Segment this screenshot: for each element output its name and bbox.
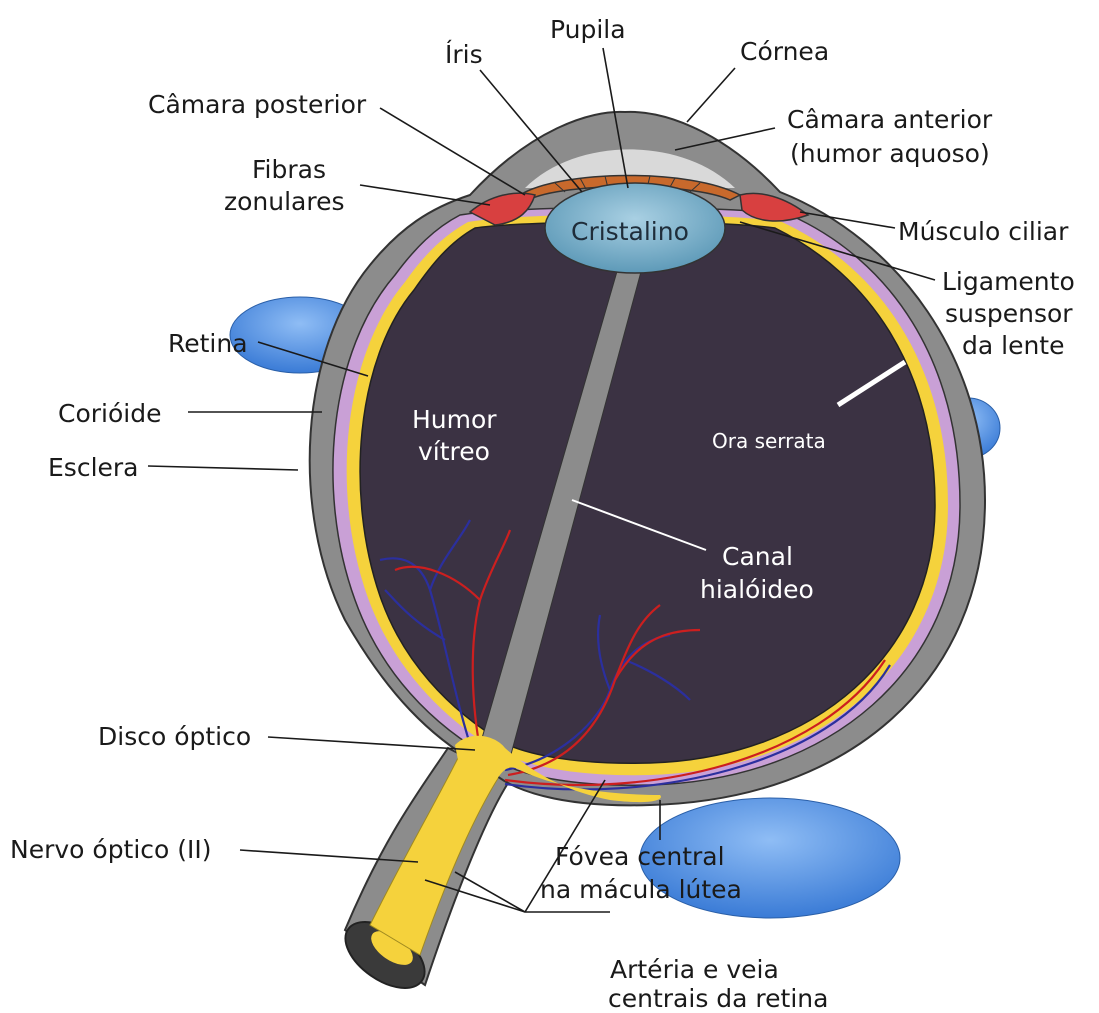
label-cornea: Córnea [740,37,829,66]
label-cristalino: Cristalino [571,217,689,246]
label-arteria-1: Artéria e veia [610,955,779,984]
label-disco-optico: Disco óptico [98,722,251,751]
label-nervo-optico: Nervo óptico (II) [10,835,212,864]
label-ora-serrata: Ora serrata [712,429,826,453]
label-retina: Retina [168,329,248,358]
label-fibras-2: zonulares [224,187,345,216]
label-camara-anterior-2: (humor aquoso) [790,139,990,168]
label-ligamento-1: Ligamento [942,267,1075,296]
label-fovea-2: na mácula lútea [540,875,742,904]
vitreous-body [360,222,935,763]
label-esclera: Esclera [48,453,139,482]
label-iris: Íris [445,40,483,69]
label-canal-1: Canal [722,542,793,571]
label-fovea-1: Fóvea central [555,842,725,871]
label-canal-2: hialóideo [700,575,814,604]
label-fibras-1: Fibras [252,155,326,184]
label-corioide: Corióide [58,399,161,428]
label-humor-vitreo-1: Humor [412,405,497,434]
label-pupila: Pupila [550,15,626,44]
label-ligamento-3: da lente [962,331,1065,360]
label-humor-vitreo-2: vítreo [418,437,490,466]
label-camara-posterior: Câmara posterior [148,90,367,119]
label-ligamento-2: suspensor [945,299,1073,328]
label-musculo-ciliar: Músculo ciliar [898,217,1069,246]
label-camara-anterior-1: Câmara anterior [787,105,993,134]
label-arteria-2: centrais da retina [608,984,828,1013]
